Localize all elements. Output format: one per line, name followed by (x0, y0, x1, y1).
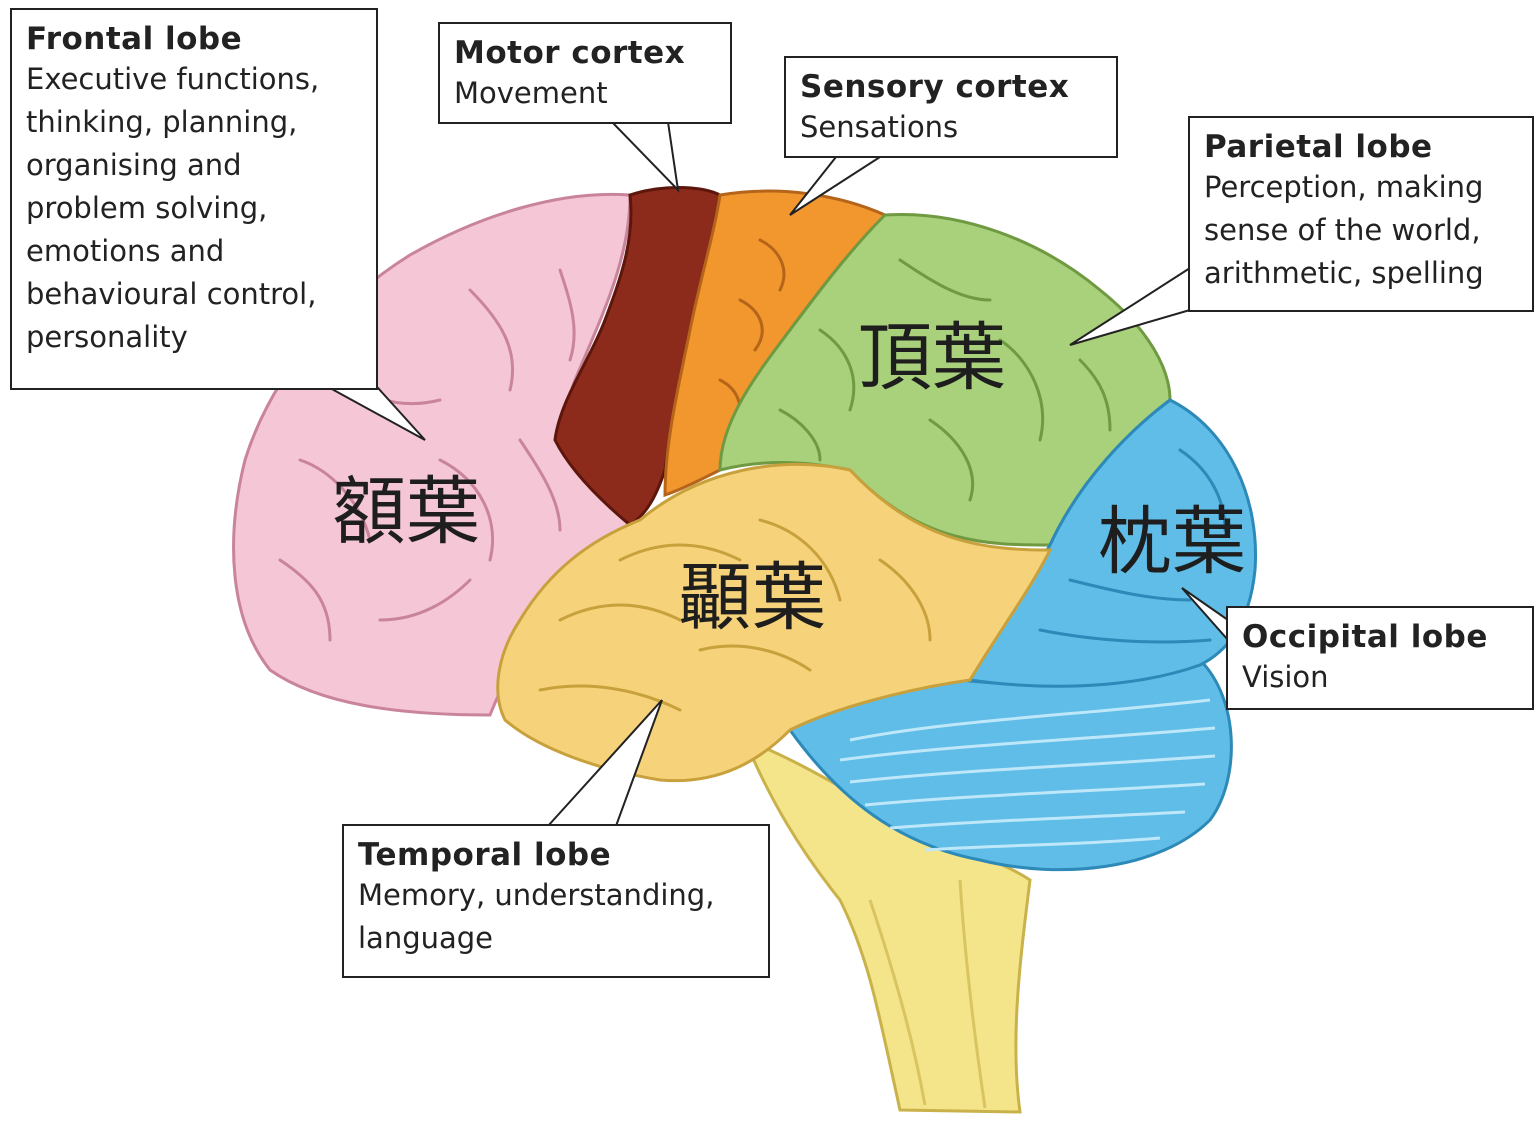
motor-cortex-callout: Motor cortex Movement (438, 22, 732, 124)
occipital-lobe-description: Vision (1242, 660, 1329, 694)
frontal-lobe-cjk-label: 額葉 (332, 469, 480, 555)
temporal-lobe-cjk-label: 顳葉 (678, 555, 826, 641)
occipital-lobe (967, 398, 1258, 688)
motor-pointer (609, 121, 680, 193)
parietal-lobe (718, 212, 1172, 547)
callout-pointers (329, 121, 1229, 827)
frontal-lobe-description: Executive functions, thinking, planning,… (26, 62, 320, 354)
parietal-lobe-cjk-label: 頂葉 (858, 315, 1006, 401)
parietal-lobe-description: Perception, making sense of the world, a… (1204, 170, 1484, 290)
cerebellum-folia (839, 698, 1216, 852)
frontal-lobe-callout: Frontal lobe Executive functions, thinki… (10, 8, 378, 390)
sensory-cortex-callout: Sensory cortex Sensations (784, 56, 1118, 158)
motor-cortex-description: Movement (454, 76, 608, 110)
temporal-lobe-description: Memory, understanding, language (358, 878, 715, 955)
brainstem-ridges (868, 879, 987, 1109)
parietal-lobe-callout: Parietal lobe Perception, making sense o… (1188, 116, 1534, 312)
temporal-gyri (538, 518, 932, 712)
motor-cortex-title: Motor cortex (454, 35, 686, 71)
parietal-lobe-title: Parietal lobe (1204, 129, 1433, 165)
occipital-gyri (1038, 448, 1227, 644)
parietal-gyri (778, 258, 1112, 502)
occipital-lobe-cjk-label: 枕葉 (1098, 499, 1246, 585)
sensory-cortex-title: Sensory cortex (800, 69, 1070, 105)
temporal-lobe-title: Temporal lobe (358, 837, 612, 873)
sensory-cortex-description: Sensations (800, 110, 959, 144)
temporal-lobe (496, 462, 1053, 783)
frontal-lobe-title: Frontal lobe (26, 21, 243, 57)
occipital-lobe-title: Occipital lobe (1242, 619, 1488, 655)
occipital-lobe-callout: Occipital lobe Vision (1226, 606, 1534, 710)
temporal-lobe-callout: Temporal lobe Memory, understanding, lan… (342, 824, 770, 978)
